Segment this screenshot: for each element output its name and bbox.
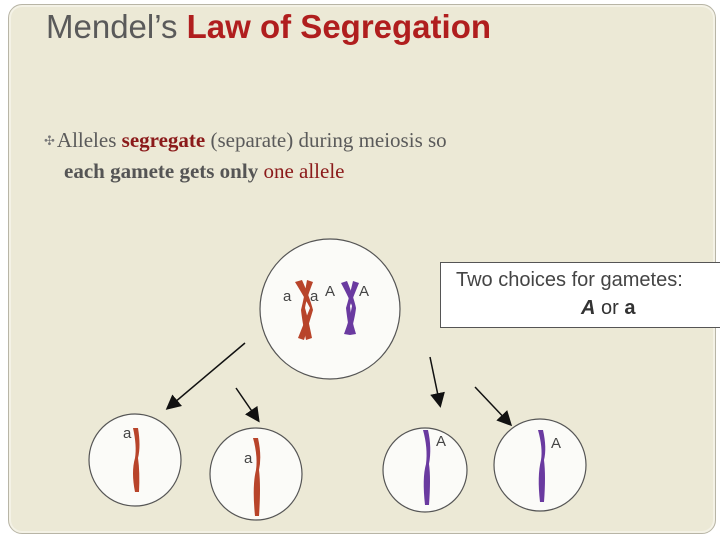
bullet-text-segregate: segregate bbox=[121, 128, 206, 152]
title-highlight: Law of Segregation bbox=[186, 8, 492, 45]
gamete-4-chromosome bbox=[538, 430, 546, 502]
gamete-label-3: A bbox=[436, 433, 447, 450]
bullet-text-2a: each gamete gets only bbox=[64, 159, 264, 183]
gamete-label-2: a bbox=[244, 450, 253, 467]
title-plain: Mendel’s bbox=[46, 8, 187, 45]
gamete-label-1: a bbox=[123, 425, 132, 442]
parent-label-4: A bbox=[359, 283, 370, 300]
arrow-to-gamete-1 bbox=[165, 342, 246, 410]
parent-label-1: a bbox=[283, 288, 292, 305]
callout-heading: Two choices for gametes: bbox=[456, 269, 683, 291]
callout-allele-recessive: a bbox=[624, 297, 636, 319]
gamete-choices-callout: Two choices for gametes: A or a bbox=[440, 262, 720, 328]
bullet-point: ✣Alleles segregate (separate) during mei… bbox=[44, 126, 447, 186]
bullet-line-2: each gamete gets only one allele bbox=[44, 157, 447, 186]
parent-label-3: A bbox=[325, 283, 336, 300]
dominant-chromosome-pair bbox=[341, 281, 359, 335]
arrow-to-gamete-4 bbox=[474, 386, 513, 427]
recessive-chromosome-pair bbox=[295, 280, 313, 340]
gamete-2-chromosome bbox=[253, 438, 261, 516]
arrow-to-gamete-3 bbox=[429, 356, 445, 408]
bullet-text-1c: (separate) during meiosis so bbox=[205, 128, 447, 152]
callout-alleles: A or a bbox=[581, 297, 635, 320]
gamete-3-chromosome bbox=[423, 430, 431, 505]
callout-allele-dominant: A bbox=[581, 297, 596, 319]
bullet-text-one-allele: one allele bbox=[263, 159, 345, 183]
arrow-to-gamete-2 bbox=[235, 387, 260, 423]
bullet-icon: ✣ bbox=[44, 133, 55, 148]
gamete-label-4: A bbox=[551, 435, 562, 452]
parent-label-2: a bbox=[310, 288, 319, 305]
parent-cell bbox=[259, 238, 401, 380]
bullet-text-1a: Alleles bbox=[56, 128, 122, 152]
slide-title: Mendel’s Law of Segregation bbox=[46, 8, 491, 46]
gamete-1-chromosome bbox=[133, 428, 140, 492]
callout-or: or bbox=[595, 297, 625, 319]
